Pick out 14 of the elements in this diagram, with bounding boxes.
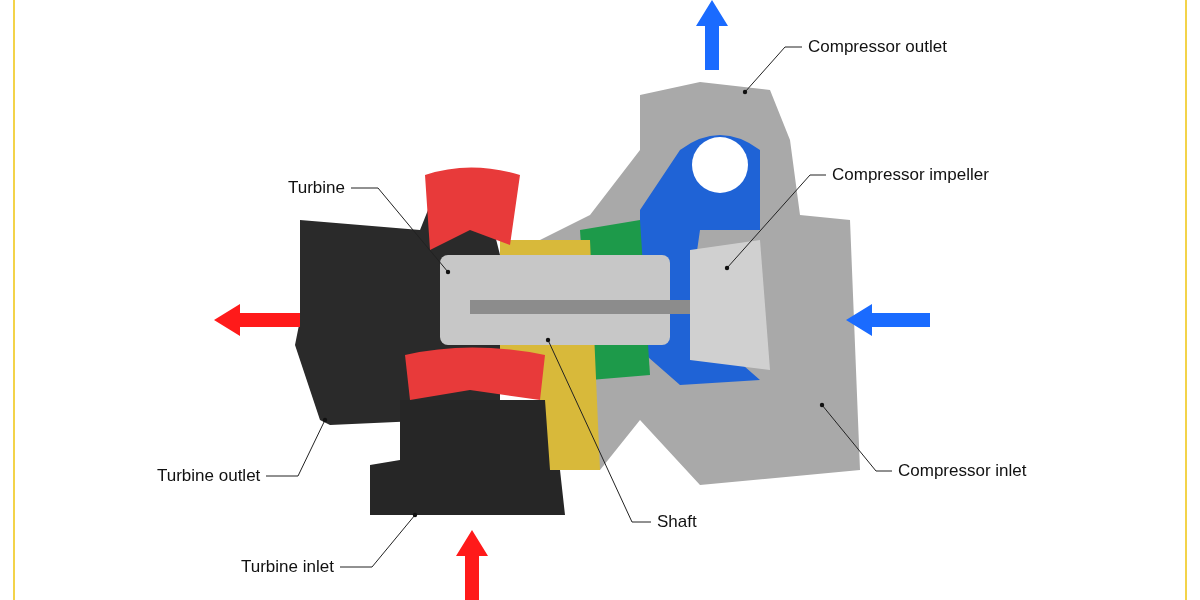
- part-label: Turbine outlet: [157, 466, 261, 486]
- leader-line: [819, 402, 893, 472]
- leader-line: [350, 187, 451, 275]
- leader-line: [545, 337, 652, 523]
- part-label: Turbine: [288, 178, 345, 198]
- part-label: Compressor inlet: [898, 461, 1027, 481]
- part-label: Turbine inlet: [241, 557, 334, 577]
- leader-line: [724, 174, 827, 271]
- part-label: Compressor outlet: [808, 37, 947, 57]
- leader-line: [742, 46, 803, 95]
- leader-line: [339, 512, 418, 568]
- part-label: Compressor impeller: [832, 165, 989, 185]
- leader-line: [265, 417, 328, 477]
- part-label: Shaft: [657, 512, 697, 532]
